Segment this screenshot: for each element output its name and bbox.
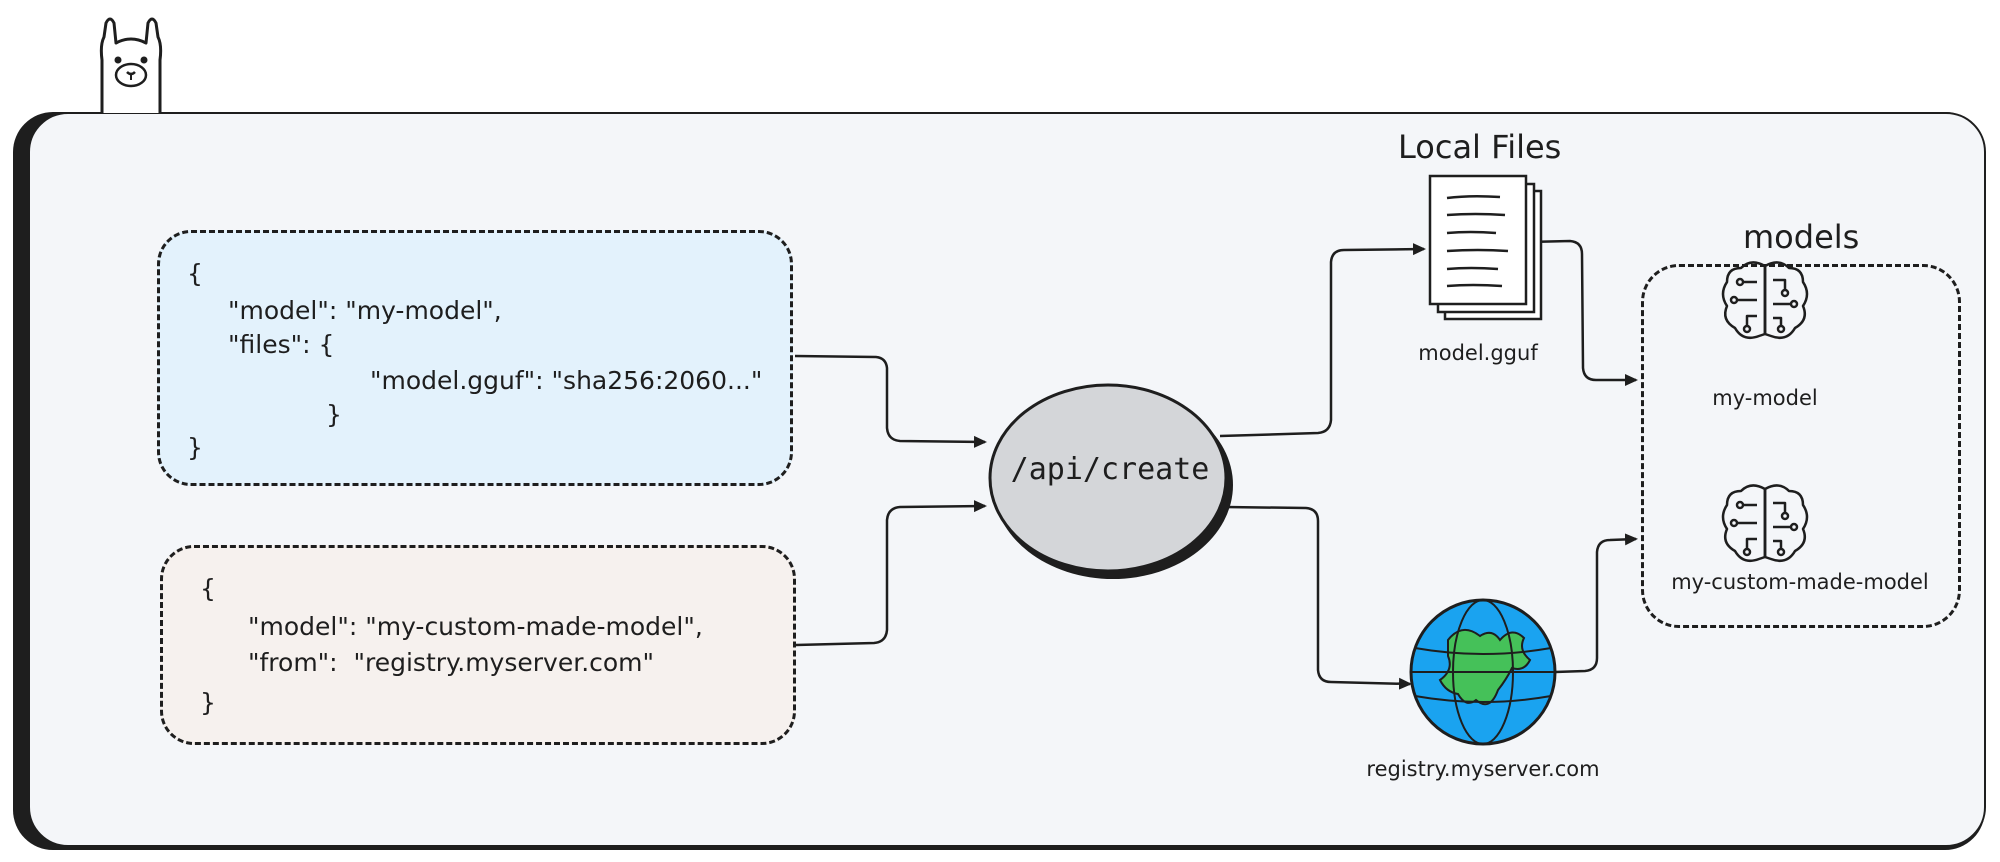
- models-store: [1641, 264, 1961, 628]
- arrow-endpoint-to-local-files: [1219, 243, 1426, 438]
- model-item-label: my-model: [1712, 386, 1818, 410]
- json-line: "model.gguf": "sha256:2060...": [370, 366, 763, 395]
- json-line: "from": "registry.myserver.com": [248, 648, 655, 677]
- json-line: {: [187, 259, 203, 288]
- request-create-from-registry: { "model": "my-custom-made-model", "from…: [160, 545, 796, 745]
- request-create-from-files: { "model": "my-model", "files": { "model…: [157, 230, 793, 486]
- json-line: {: [200, 574, 216, 603]
- arrow-registry-to-models: [1554, 533, 1638, 674]
- models-title: models: [1743, 218, 1860, 256]
- arrow-request-b-to-endpoint: [795, 500, 987, 647]
- model-item-label: my-custom-made-model: [1671, 570, 1929, 594]
- globe-icon: [1409, 598, 1557, 746]
- local-files-title: Local Files: [1398, 128, 1562, 166]
- json-line: }: [200, 688, 216, 717]
- local-file-label: model.gguf: [1418, 341, 1538, 365]
- json-line: "model": "my-model",: [228, 296, 502, 325]
- arrow-endpoint-to-registry: [1224, 505, 1412, 690]
- json-line: }: [187, 433, 203, 462]
- brain-circuit-icon: [1721, 484, 1809, 562]
- json-line: }: [326, 400, 342, 429]
- json-line: "files": {: [228, 330, 335, 359]
- endpoint-node: [988, 383, 1228, 573]
- arrow-local-files-to-models: [1527, 239, 1638, 386]
- arrow-request-a-to-endpoint: [794, 354, 987, 448]
- registry-label: registry.myserver.com: [1366, 757, 1600, 781]
- json-line: "model": "my-custom-made-model",: [248, 612, 703, 641]
- endpoint-label: /api/create: [1010, 452, 1210, 487]
- brain-circuit-icon: [1721, 261, 1809, 339]
- llama-mascot-icon: [99, 17, 163, 113]
- document-stack-icon: [1428, 174, 1543, 321]
